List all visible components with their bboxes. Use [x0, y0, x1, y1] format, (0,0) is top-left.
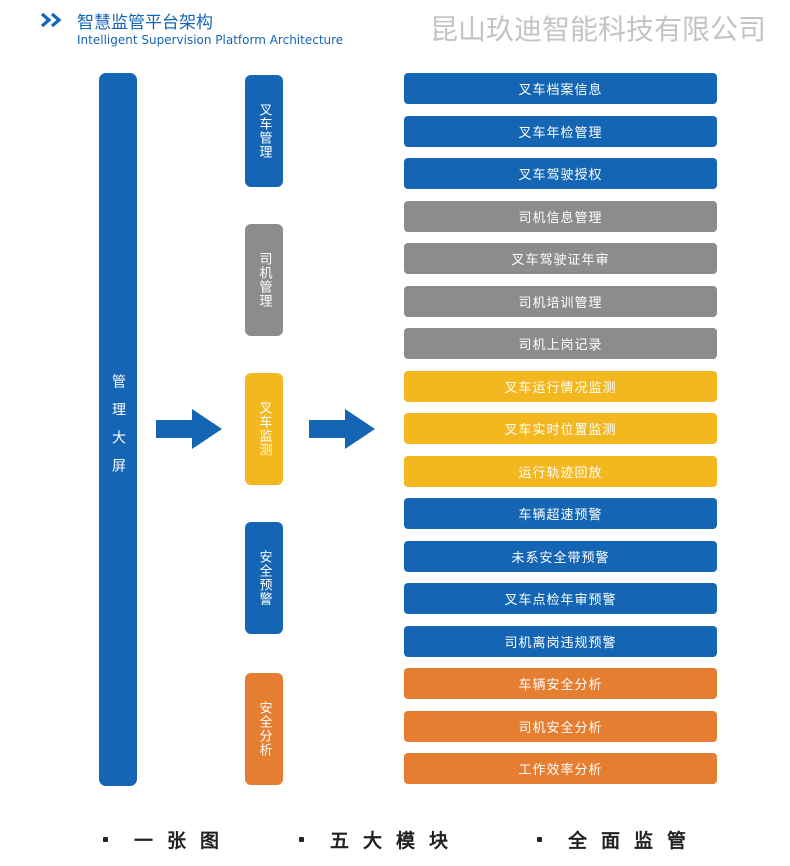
module-label: 安全预警: [256, 550, 272, 606]
slogan-text: 一张图: [134, 829, 234, 852]
module-driver-management: 司机管理: [245, 224, 283, 336]
feature-item: 叉车运行情况监测: [404, 371, 717, 402]
feature-item: 工作效率分析: [404, 753, 717, 784]
bullet-dot-icon: [537, 836, 542, 842]
double-chevron-right-icon: [40, 12, 62, 28]
module-label: 叉车管理: [256, 103, 272, 159]
main-screen-label: 管理大屏: [110, 373, 126, 486]
feature-item: 未系安全带预警: [404, 541, 717, 572]
slogan: 五大模块: [299, 822, 462, 856]
module-forklift-monitoring: 叉车监测: [245, 373, 283, 485]
slogan: 一张图: [103, 822, 233, 856]
feature-item: 运行轨迹回放: [404, 456, 717, 487]
flow-arrow-icon: [309, 409, 375, 449]
module-label: 叉车监测: [256, 401, 272, 457]
feature-item: 车辆超速预警: [404, 498, 717, 529]
module-label: 司机管理: [256, 252, 272, 308]
slogan: 全面监管: [537, 822, 700, 856]
page-subtitle: Intelligent Supervision Platform Archite…: [77, 33, 344, 47]
page-title: 智慧监管平台架构: [77, 13, 213, 33]
module-forklift-management: 叉车管理: [245, 75, 283, 187]
feature-item: 叉车年检管理: [404, 116, 717, 147]
bullet-dot-icon: [299, 836, 304, 842]
feature-item: 司机离岗违规预警: [404, 626, 717, 657]
flow-arrow-icon: [156, 409, 222, 449]
feature-item: 司机安全分析: [404, 711, 717, 742]
feature-item: 叉车点检年审预警: [404, 583, 717, 614]
feature-item: 叉车档案信息: [404, 73, 717, 104]
feature-item: 叉车驾驶授权: [404, 158, 717, 189]
footer-slogans: 一张图 五大模块 全面监管: [0, 822, 790, 856]
bullet-dot-icon: [103, 836, 108, 842]
slogan-text: 全面监管: [568, 829, 701, 852]
module-safety-warning: 安全预警: [245, 522, 283, 634]
feature-item: 叉车驾驶证年审: [404, 243, 717, 274]
feature-item: 司机上岗记录: [404, 328, 717, 359]
slogan-text: 五大模块: [330, 829, 463, 852]
feature-item: 司机培训管理: [404, 286, 717, 317]
module-safety-analysis: 安全分析: [245, 673, 283, 785]
feature-item: 车辆安全分析: [404, 668, 717, 699]
feature-item: 司机信息管理: [404, 201, 717, 232]
company-name: 昆山玖迪智能科技有限公司: [430, 13, 767, 46]
main-screen-column: 管理大屏: [99, 73, 137, 786]
feature-item: 叉车实时位置监测: [404, 413, 717, 444]
module-label: 安全分析: [256, 701, 272, 757]
